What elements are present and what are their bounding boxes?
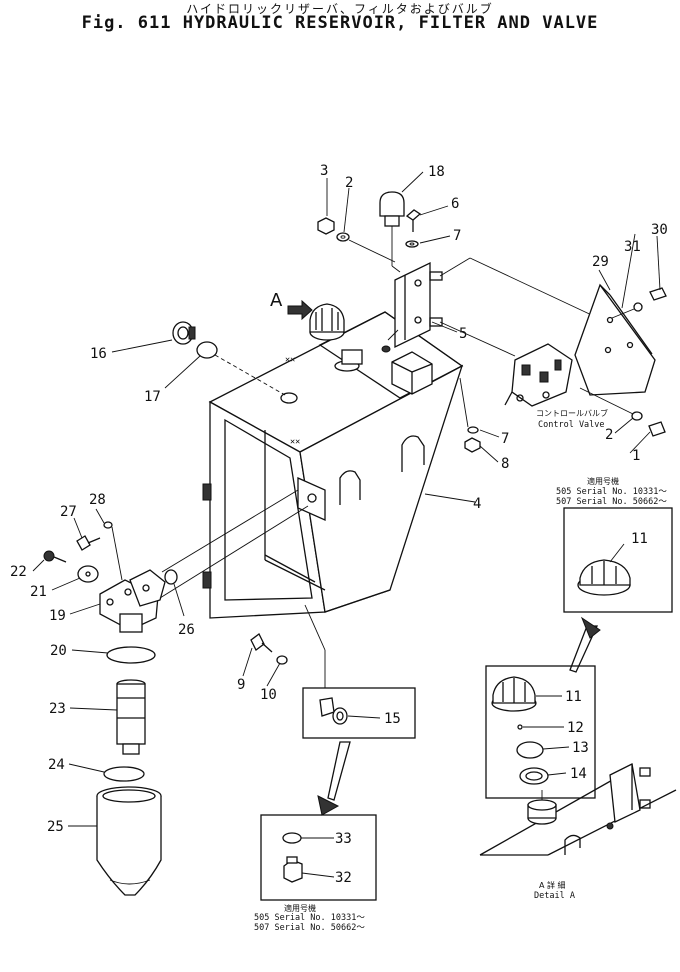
- cap-11-detail: [577, 559, 631, 596]
- callout-21: 21: [30, 584, 47, 600]
- serial-bottom-line2: 507 Serial No. 50662～: [254, 923, 365, 933]
- detail-a-label-en: Detail A: [534, 891, 575, 901]
- serial-top-heading: 適用号機: [587, 476, 619, 486]
- callout-26: 26: [178, 622, 195, 638]
- detail-box-a-parts: [485, 665, 596, 799]
- serial-bottom-heading: 適用号機: [284, 903, 316, 913]
- callout-1: 1: [632, 448, 640, 464]
- callout-9: 9: [237, 677, 245, 693]
- callout-30: 30: [651, 222, 668, 238]
- callout-15: 15: [384, 711, 401, 727]
- filter-case-25: [96, 786, 162, 896]
- text-notes: コントロールバルブ Control Valve 適用号機 505 Serial …: [254, 408, 667, 933]
- callout-31: 31: [624, 239, 641, 255]
- callout-24: 24: [48, 757, 65, 773]
- hydraulic-tank: ✕✕ ✕✕: [202, 311, 464, 619]
- tank-cap: A: [270, 290, 345, 341]
- cap-11-exploded: [491, 676, 537, 712]
- detail-box-15: [302, 687, 416, 739]
- callout-10: 10: [260, 687, 277, 703]
- detail-a-base: [479, 763, 677, 856]
- callout-7b: 7: [501, 431, 509, 447]
- o-ring-20: [106, 646, 156, 664]
- callout-23: 23: [49, 701, 66, 717]
- serial-top-line2: 507 Serial No. 50662～: [556, 497, 667, 507]
- serial-bottom-line1: 505 Serial No. 10331～: [254, 913, 365, 923]
- filter-element-23: [116, 679, 146, 755]
- callout-14: 14: [570, 766, 587, 782]
- callout-27: 27: [60, 504, 77, 520]
- serial-top-line1: 505 Serial No. 10331～: [556, 487, 667, 497]
- plug-oring-16-17: [172, 321, 286, 396]
- callout-19: 19: [49, 608, 66, 624]
- bracket-assembly: [381, 257, 599, 357]
- callout-2b: 2: [605, 427, 613, 443]
- callout-16: 16: [90, 346, 107, 362]
- callout-22: 22: [10, 564, 27, 580]
- view-arrow-a: [287, 299, 313, 321]
- callout-28: 28: [89, 492, 106, 508]
- callout-numbers: 3 2 18 6 7 5 30 31 29 16 17 4 7 8 2 1 28…: [10, 163, 668, 886]
- view-marker-a: A: [270, 290, 283, 311]
- upright-bracket: [394, 261, 431, 349]
- callout-20: 20: [50, 643, 67, 659]
- callout-12: 12: [567, 720, 584, 736]
- callout-13: 13: [572, 740, 589, 756]
- tank-front-cutout: [224, 418, 313, 601]
- svg-text:✕✕: ✕✕: [290, 437, 300, 447]
- tank-handle-left: [339, 470, 361, 505]
- control-valve-label-jp: コントロールバルブ: [536, 408, 608, 418]
- callout-33: 33: [335, 831, 352, 847]
- callout-5: 5: [459, 326, 467, 342]
- callout-32: 32: [335, 870, 352, 886]
- callout-18: 18: [428, 164, 445, 180]
- callout-25: 25: [47, 819, 64, 835]
- detail-a-label-jp: A 詳 細: [539, 880, 566, 890]
- svg-text:✕✕: ✕✕: [285, 355, 295, 365]
- tank-handle-right: [401, 435, 425, 472]
- callout-29: 29: [592, 254, 609, 270]
- control-valve-assembly: [504, 283, 667, 437]
- title-japanese: ハイドロリックリザーバ、フィルタおよびバルブ: [186, 2, 494, 16]
- callout-7: 7: [453, 228, 461, 244]
- valve-bracket: [574, 283, 656, 396]
- breather-assembly: [317, 191, 422, 273]
- callout-11: 11: [631, 531, 648, 547]
- control-valve-label-en: Control Valve: [538, 420, 605, 430]
- o-ring-24: [103, 766, 145, 782]
- callout-2: 2: [345, 175, 353, 191]
- callout-8: 8: [501, 456, 509, 472]
- breather: [379, 191, 405, 217]
- callout-4: 4: [473, 496, 481, 512]
- title-english: Fig. 611 HYDRAULIC RESERVOIR, FILTER AND…: [81, 13, 599, 33]
- detail-box-32-33: [260, 814, 377, 901]
- callout-3: 3: [320, 163, 328, 179]
- filter-head-assembly: [43, 489, 309, 633]
- callout-6: 6: [451, 196, 459, 212]
- arrow-to-detail-32-33: [327, 741, 351, 801]
- callout-11b: 11: [565, 689, 582, 705]
- leader-lines: [32, 171, 661, 878]
- detail-box-11: [563, 507, 673, 613]
- callout-17: 17: [144, 389, 161, 405]
- nut: [317, 217, 335, 235]
